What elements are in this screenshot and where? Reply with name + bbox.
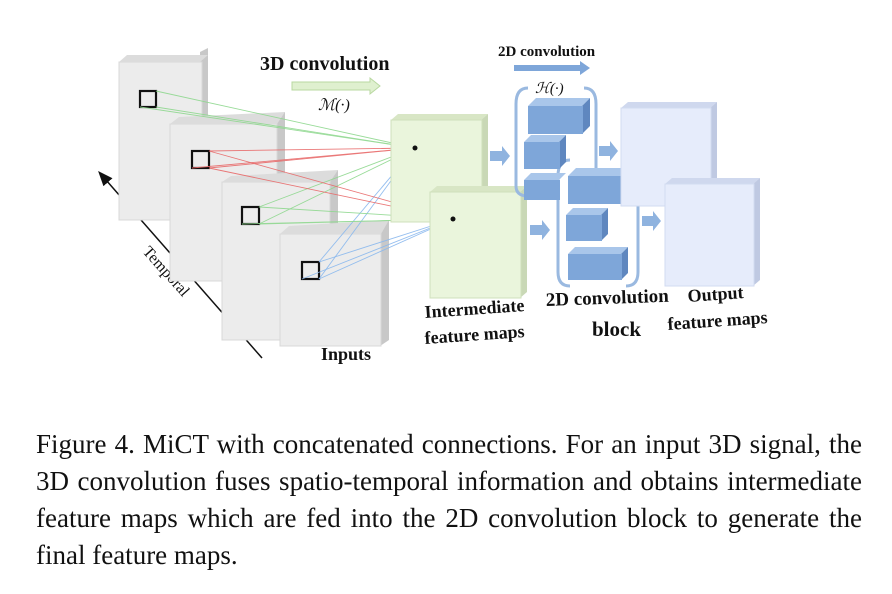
- input-frame-4: [279, 220, 389, 347]
- intermediate-label-line1: Intermediate: [424, 295, 525, 322]
- conv-cube-5: [566, 208, 608, 241]
- inputs-label: Inputs: [321, 344, 371, 364]
- output-label-line2: feature maps: [667, 307, 768, 334]
- arrow-to-output-2: [642, 211, 661, 231]
- conv-cube-3: [524, 173, 566, 200]
- conv3d-function: ℳ(·): [318, 97, 350, 114]
- intermediate-map-2: [429, 186, 527, 299]
- arrow-to-block-1: [490, 146, 510, 166]
- mict-diagram: Temporal: [98, 44, 768, 364]
- conv3d-arrow: [291, 76, 381, 96]
- conv-cube-2: [524, 135, 566, 169]
- receptive-field-box-4: [300, 260, 321, 281]
- conv-cube-1: [528, 98, 590, 134]
- conv2d-label: 2D convolution: [498, 44, 596, 60]
- conv-cube-6: [568, 247, 628, 280]
- intermediate-label-line2: feature maps: [424, 321, 525, 348]
- figure-caption: Figure 4. MiCT with concatenated connect…: [36, 429, 862, 570]
- arrow-to-block-2: [530, 220, 550, 240]
- conv-cube-4: [568, 168, 632, 204]
- receptive-field-box-2: [190, 149, 211, 170]
- output-map-2: [664, 178, 760, 287]
- conv2d-arrow: [514, 61, 590, 75]
- conv2d-function: ℋ(·): [535, 81, 564, 97]
- block-label-line1: 2D convolution: [545, 286, 669, 311]
- arrow-to-output-1: [599, 141, 618, 161]
- output-label-line1: Output: [687, 282, 744, 306]
- conv3d-label: 3D convolution: [260, 53, 389, 75]
- receptive-field-box-1: [138, 89, 158, 109]
- block-label-line2: block: [592, 317, 641, 341]
- block-bracket-upper: [514, 86, 598, 198]
